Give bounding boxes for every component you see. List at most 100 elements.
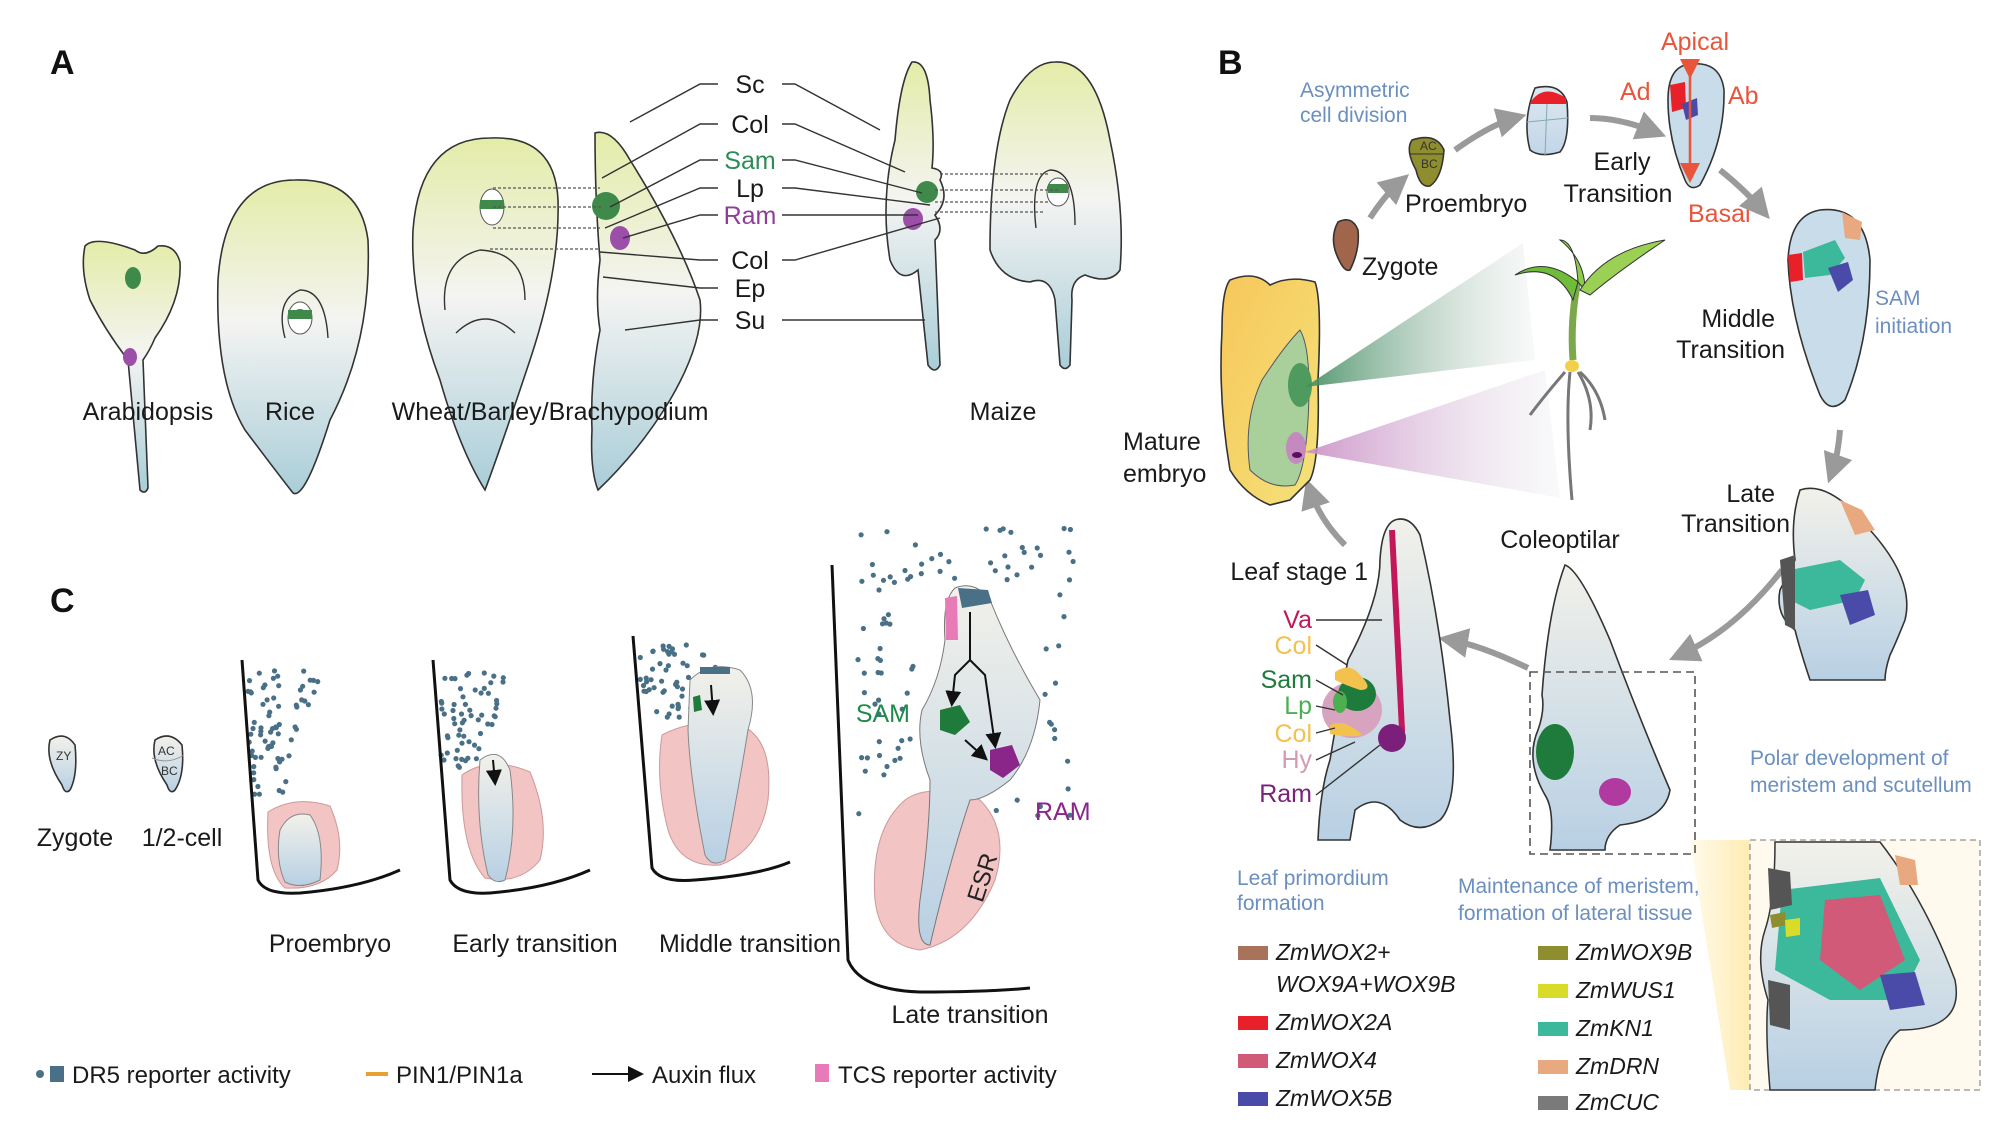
dr5-dot xyxy=(883,620,889,626)
dr5-dot xyxy=(902,567,908,574)
dr5-dot xyxy=(1037,803,1043,810)
proembryo-cell: AC BC xyxy=(1408,136,1445,187)
stage-label: Middle transition xyxy=(659,930,841,958)
dr5-dot xyxy=(250,725,256,732)
dr5-dots xyxy=(245,525,1076,823)
fan-pink xyxy=(1305,370,1560,498)
dr5-dot xyxy=(895,745,901,751)
dr5-dot xyxy=(1008,529,1014,535)
dr5-dot xyxy=(245,688,251,695)
legend-item: ZmCUC xyxy=(1538,1089,1659,1115)
legend-item: ZmDRN xyxy=(1538,1053,1659,1079)
dr5-dot xyxy=(880,577,887,583)
dr5-dot xyxy=(908,574,914,580)
legend-swatch xyxy=(1238,946,1268,960)
dr5-dot xyxy=(462,701,468,708)
legend-swatch xyxy=(1538,984,1568,998)
structure-label: Ep xyxy=(735,275,766,303)
dr5-dot xyxy=(461,717,467,723)
leaf-stage-label: Ram xyxy=(1259,780,1312,808)
dr5-dot xyxy=(251,719,257,726)
dr5-dot xyxy=(864,755,871,761)
dr5-dot xyxy=(315,679,321,685)
dr5-dot xyxy=(918,571,924,577)
dr5-dot xyxy=(270,675,276,681)
dr5-dot xyxy=(897,755,903,761)
dr5-dot xyxy=(300,683,306,689)
bc-label: BC xyxy=(1421,157,1438,171)
dr5-dot xyxy=(665,663,672,669)
dr5-dot xyxy=(899,738,905,744)
dr5-dot xyxy=(859,755,865,761)
dr5-dot xyxy=(1052,727,1058,733)
dr5-dot xyxy=(489,721,495,728)
dr5-dot xyxy=(500,679,506,685)
dr5-dot xyxy=(919,561,925,567)
dr5-dot xyxy=(457,686,464,692)
dr5-dot xyxy=(452,721,458,727)
dr5-dot xyxy=(862,768,868,774)
axis-basal: Basal xyxy=(1688,200,1751,228)
structure-label: Col xyxy=(731,247,769,275)
dr5-dot xyxy=(456,732,462,738)
panel-a-letter: A xyxy=(50,44,75,82)
dr5-dot xyxy=(267,709,273,715)
dr5-dot xyxy=(659,678,665,684)
dr5-dot xyxy=(666,643,672,650)
note-leaf-primordium: formation xyxy=(1237,892,1325,915)
note-asymmetric: Asymmetric xyxy=(1300,79,1410,102)
dr5-dot xyxy=(855,657,861,663)
dr5-dot xyxy=(663,667,669,673)
stage-label: Early transition xyxy=(452,930,617,958)
cycle-arrow xyxy=(1718,167,1770,220)
dr5-dot xyxy=(1004,577,1010,583)
dr5-dot xyxy=(445,735,451,741)
stage-middle: Transition xyxy=(1676,336,1785,364)
dr5-dot xyxy=(872,701,878,707)
panel-b: B Asymmetric cell division Zygote AC BC … xyxy=(1123,28,1981,1115)
dr5-dot xyxy=(640,682,647,689)
dr5-dot xyxy=(461,733,467,739)
legend-item: ZmWOX2+WOX9A+WOX9B xyxy=(1238,939,1456,997)
dr5-dot xyxy=(476,746,482,752)
dr5-dot xyxy=(442,675,448,681)
leaf-stage-label: Col xyxy=(1274,632,1312,660)
mature-kernel xyxy=(1220,275,1321,506)
fan-green xyxy=(1305,243,1535,387)
dr5-dot xyxy=(912,542,919,548)
stage-early: Transition xyxy=(1564,180,1673,208)
dr5-dot xyxy=(260,685,266,691)
note-leaf-primordium: Leaf primordium xyxy=(1237,867,1389,890)
dr5-dot xyxy=(1057,592,1063,598)
dr5-dot xyxy=(311,689,317,695)
legend-item: ZmWUS1 xyxy=(1538,977,1676,1003)
stage-late: Transition xyxy=(1681,510,1790,538)
panel-b-letter: B xyxy=(1218,44,1243,82)
dr5-dot xyxy=(258,754,264,760)
dr5-dot xyxy=(500,675,506,681)
dr5-dot xyxy=(1002,553,1008,559)
dr5-dot xyxy=(444,750,450,756)
dr5-dot xyxy=(699,652,706,658)
dr5-dot xyxy=(275,673,281,679)
dr5-dot xyxy=(946,559,952,565)
stage-label: 1/2-cell xyxy=(142,824,223,852)
dr5-dot xyxy=(453,756,459,762)
legend-item: ZmKN1 xyxy=(1538,1015,1654,1041)
dr5-dot xyxy=(488,680,494,686)
dr5-dot xyxy=(685,674,692,681)
dr5-dot xyxy=(861,670,867,676)
legend-label: ZmWOX4 xyxy=(1275,1047,1377,1073)
leaf-stage-label: Lp xyxy=(1284,692,1312,720)
dr5-dot xyxy=(455,763,461,769)
dr5-dot xyxy=(1052,735,1058,742)
dr5-dot xyxy=(877,645,883,652)
structure-label: Lp xyxy=(736,175,764,203)
dr5-dot xyxy=(286,753,292,759)
dr5-dot xyxy=(260,701,266,707)
dr5-dot xyxy=(458,711,465,717)
dr5-dot xyxy=(684,663,690,669)
dr5-dot xyxy=(1005,564,1011,570)
dr5-dot xyxy=(646,687,652,693)
c-proembryo xyxy=(240,659,401,895)
